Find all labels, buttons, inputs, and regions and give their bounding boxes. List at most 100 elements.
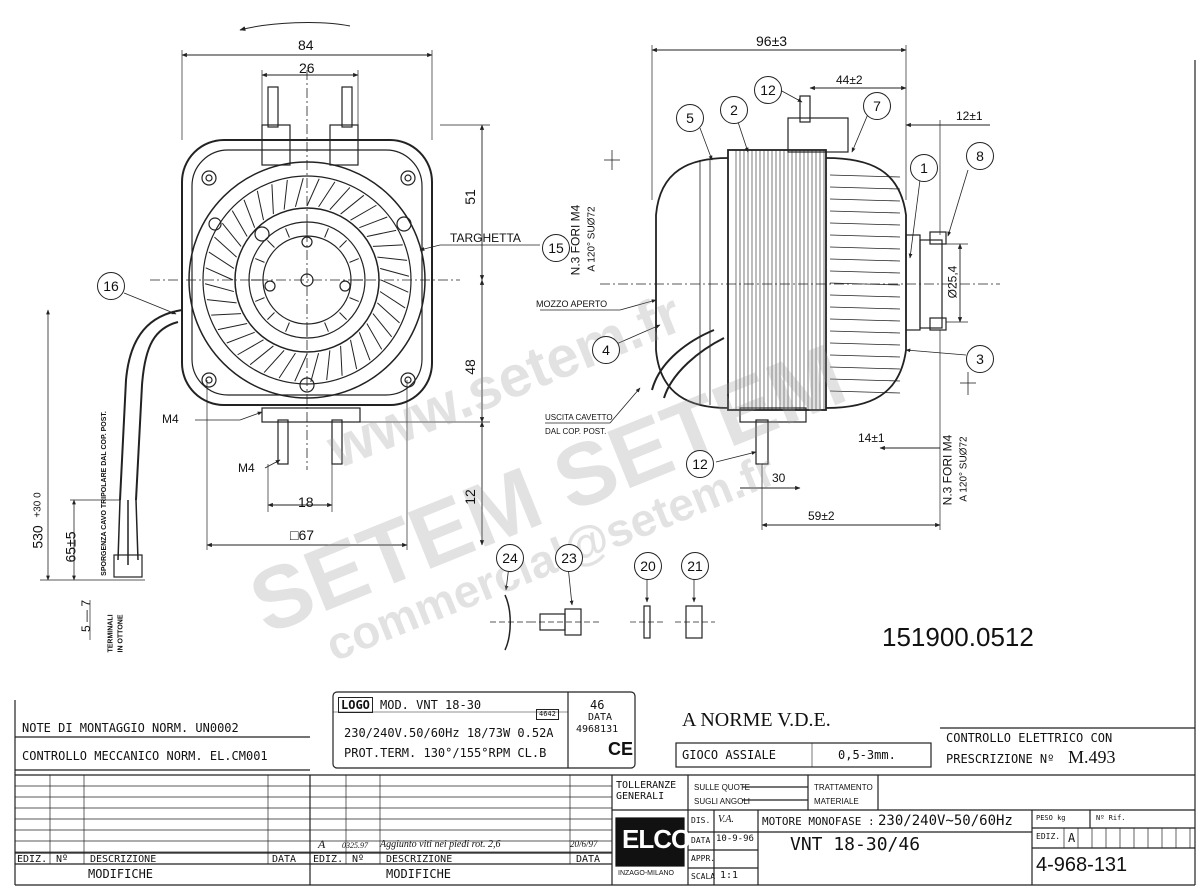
- mods-row-description: Aggiunto viti nei piedi rot. 2,6: [380, 839, 501, 850]
- tb-motore-label: MOTORE MONOFASE :: [762, 815, 875, 828]
- mods-data-right: DATA: [576, 854, 601, 865]
- front-view: [40, 22, 540, 640]
- tb-materiale: MATERIALE: [814, 797, 859, 806]
- tb-motore-value: 230/240V~50/60Hz: [878, 813, 1013, 829]
- label-uscita-cavetto: USCITA CAVETTO: [545, 413, 613, 422]
- tb-ediz-label: EDIZ.: [1036, 832, 1061, 841]
- tb-dis-value: V.A.: [718, 814, 734, 825]
- plate-data-number: 46: [590, 698, 605, 712]
- tb-dis-label: DIS.: [691, 816, 711, 825]
- dim-14: 14±1: [858, 431, 885, 445]
- side-view: [540, 45, 1000, 530]
- dim-12: 12±1: [956, 109, 983, 123]
- dim-30: 30: [772, 471, 786, 485]
- balloon-8: 8: [966, 142, 994, 170]
- plate-model: MOD. VNT 18-30: [380, 698, 482, 712]
- dim-18: 18: [298, 494, 314, 510]
- dim-square-67: □67: [290, 527, 315, 543]
- balloon-12-bottom: 12: [686, 450, 714, 478]
- mods-n-left: Nº: [56, 854, 69, 865]
- tb-inzago: INZAGO-MILANO: [618, 870, 675, 877]
- dim-5-7: 5 — 7: [79, 599, 94, 633]
- balloon-1: 1: [910, 154, 938, 182]
- mods-n-right: Nº: [352, 854, 365, 865]
- tb-drawing-number: 4-968-131: [1036, 854, 1128, 876]
- plate-logo: LOGO: [338, 697, 373, 713]
- balloon-2: 2: [720, 96, 748, 124]
- title-block-lines: [14, 60, 1196, 886]
- tb-scala-label: SCALA: [691, 872, 716, 881]
- balloon-4: 4: [592, 336, 620, 364]
- note-montaggio: NOTE DI MONTAGGIO NORM. UN0002: [22, 721, 239, 735]
- tb-data-label: DATA: [691, 836, 711, 845]
- plate-line-3: PROT.TERM. 130°/155°RPM CL.B: [344, 746, 547, 760]
- mods-row-date: 20/6/97: [570, 839, 598, 849]
- tb-model: VNT 18-30/46: [790, 834, 921, 855]
- balloon-21: 21: [681, 552, 709, 580]
- dim-width-84: 84: [298, 37, 314, 53]
- label-mozzo-aperto: MOZZO APERTO: [536, 299, 608, 309]
- plate-badge: 4642: [536, 709, 559, 720]
- dim-diameter-25: Ø25,4: [945, 265, 960, 299]
- label-targhetta: TARGHETTA: [450, 231, 521, 245]
- plate-data-label: DATA: [588, 712, 613, 723]
- dim-m4-lower: M4: [238, 461, 255, 475]
- tb-data-value: 10-9-96: [716, 834, 754, 844]
- plate-data-code: 4968131: [576, 724, 619, 735]
- balloon-12-top: 12: [754, 76, 782, 104]
- balloon-24: 24: [496, 544, 524, 572]
- dim-height-51: 51: [461, 189, 478, 205]
- mods-ediz-left: EDIZ.: [17, 854, 48, 865]
- plate-ce-mark: CE: [608, 739, 634, 759]
- dim-cable-530: 530: [29, 525, 46, 549]
- tb-trattamento: TRATTAMENTO: [814, 783, 873, 792]
- elco-logo: ELCO: [622, 824, 691, 854]
- mods-modifiche-right: MODIFICHE: [386, 867, 452, 881]
- gioco-assiale-label: GIOCO ASSIALE: [682, 748, 776, 762]
- tb-appr-label: APPR.: [691, 854, 716, 863]
- dim-length-96: 96±3: [756, 33, 788, 49]
- balloon-3: 3: [966, 345, 994, 373]
- dim-cable-tolerance: +30 0: [32, 492, 44, 518]
- note-controllo-meccanico: CONTROLLO MECCANICO NORM. EL.CM001: [22, 749, 268, 763]
- balloon-5: 5: [676, 104, 704, 132]
- mods-row-number: 0325.97: [342, 841, 368, 850]
- small-parts: [490, 565, 715, 651]
- tb-scala-value: 1:1: [720, 870, 739, 881]
- controllo-elettrico-1: CONTROLLO ELETTRICO CON: [946, 731, 1113, 745]
- label-sporgenza: SPORGENZA CAVO TRIPOLARE DAL COP. POST.: [100, 411, 108, 576]
- mods-descrizione-left: DESCRIZIONE: [90, 854, 157, 865]
- tb-peso: PESO kg: [1036, 814, 1066, 822]
- tb-tolleranze: TOLLERANZE GENERALI: [616, 780, 677, 802]
- dim-44: 44±2: [836, 73, 863, 87]
- tb-ediz-value: A: [1068, 831, 1076, 845]
- dim-width-26: 26: [299, 60, 315, 76]
- dim-cable-65: 65±5: [62, 531, 79, 563]
- dim-height-48: 48: [461, 359, 478, 375]
- balloon-23: 23: [555, 544, 583, 572]
- label-fori-top: N.3 FORI M4: [568, 204, 583, 276]
- label-dal-cop-post: DAL COP. POST.: [545, 427, 607, 436]
- tb-nrif: Nº Rif.: [1096, 814, 1126, 822]
- norme-vde: A NORME V.D.E.: [682, 709, 831, 731]
- tb-sugli-angoli: SUGLI ANGOLI: [694, 797, 751, 806]
- mods-row-ediz: A: [318, 837, 326, 851]
- dim-m4-upper: M4: [162, 412, 179, 426]
- dim-59: 59±2: [808, 509, 835, 523]
- mods-modifiche-left: MODIFICHE: [88, 867, 154, 881]
- label-in-ottone: IN OTTONE: [117, 614, 125, 653]
- balloon-16: 16: [97, 272, 125, 300]
- balloon-20: 20: [634, 552, 662, 580]
- tb-sulle-quote: SULLE QUOTE: [694, 783, 751, 792]
- gioco-assiale-value: 0,5-3mm.: [838, 748, 896, 762]
- part-number: 151900.0512: [882, 622, 1034, 652]
- label-fori-bottom: N.3 FORI M4: [940, 434, 955, 506]
- controllo-elettrico-code: M.493: [1068, 747, 1116, 767]
- controllo-elettrico-2: PRESCRIZIONE Nº: [946, 752, 1055, 766]
- label-terminali: TERMINALI: [107, 614, 115, 653]
- mods-descrizione-right: DESCRIZIONE: [386, 854, 453, 865]
- label-fori-top-2: A 120° SUØ72: [586, 206, 598, 272]
- mods-ediz-right: EDIZ.: [313, 854, 344, 865]
